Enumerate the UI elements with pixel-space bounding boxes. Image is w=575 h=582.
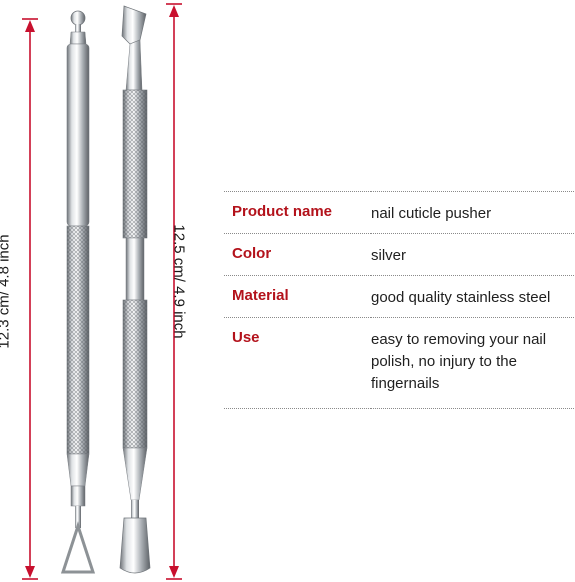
spec-key-product-name: Product name: [232, 203, 333, 220]
right-tool-length-label: 12.5 cm/ 4.9 inch: [170, 224, 188, 339]
cuticle-pusher-left-tool: [60, 10, 96, 574]
left-dimension-arrow: [22, 18, 38, 580]
spec-row-material: Material good quality stainless steel: [224, 275, 574, 318]
product-spec-table: Product name nail cuticle pusher Color s…: [224, 191, 574, 409]
spec-row-color: Color silver: [224, 233, 574, 276]
spec-value-product-name: nail cuticle pusher: [371, 205, 492, 222]
spec-value-use: easy to removing your nail polish, no in…: [371, 331, 547, 392]
cuticle-pusher-right-tool: [119, 5, 151, 574]
spec-row-use: Use easy to removing your nail polish, n…: [224, 317, 574, 409]
spec-key-use: Use: [232, 329, 260, 346]
spec-value-color: silver: [371, 247, 407, 264]
spec-key-color: Color: [232, 245, 272, 262]
spec-key-material: Material: [232, 287, 289, 304]
right-dimension-arrow: [166, 3, 182, 580]
left-tool-length-label: 12.3 cm/ 4.8 inch: [0, 234, 13, 349]
spec-value-material: good quality stainless steel: [371, 289, 551, 306]
spec-row-product-name: Product name nail cuticle pusher: [224, 191, 574, 234]
